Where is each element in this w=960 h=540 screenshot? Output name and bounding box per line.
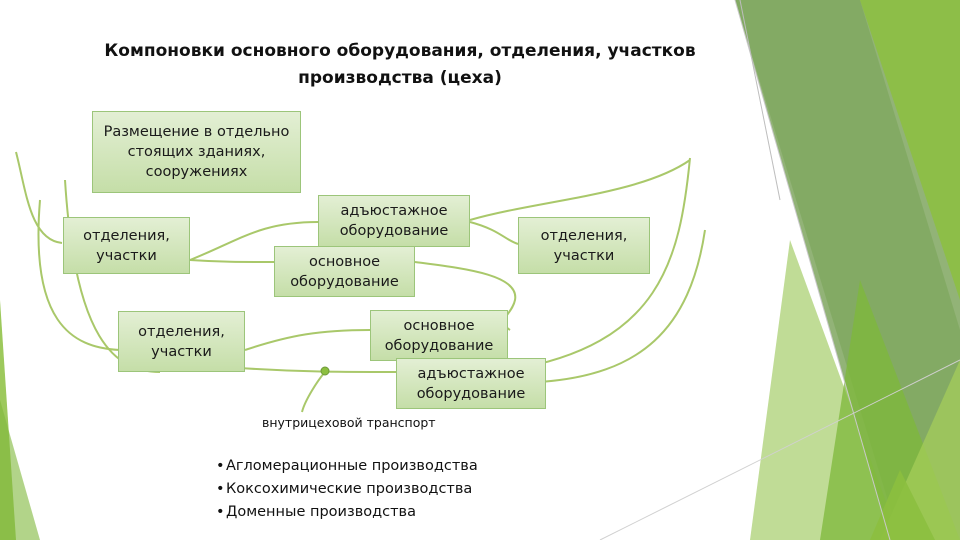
list-item: Доменные производства [216,501,478,524]
connector-units-to-main-top [190,260,275,262]
box-main-equipment-bottom-label: основное оборудование [375,316,503,356]
connector-units-to-main-bottom [245,330,370,350]
connector-transport-label [302,372,325,412]
list-item: Коксохимические производства [216,478,478,501]
box-auxiliary-equipment-bottom: адъюстажное оборудование [396,358,546,409]
slide-title: Компоновки основного оборудования, отдел… [80,38,720,92]
box-separate-buildings-label: Размещение в отдельно стоящих зданиях, с… [97,122,296,182]
box-units-left-top: отделения, участки [63,217,190,274]
slide-title-line2: производства (цеха) [80,65,720,92]
box-auxiliary-equipment-top: адъюстажное оборудование [318,195,470,247]
production-types-list: Агломерационные производства Коксохимиче… [216,455,478,524]
slide-title-line1: Компоновки основного оборудования, отдел… [80,38,720,65]
box-units-left-top-label: отделения, участки [68,226,185,266]
box-auxiliary-equipment-top-label: адъюстажное оборудование [323,201,465,241]
box-main-equipment-bottom: основное оборудование [370,310,508,361]
box-units-right: отделения, участки [518,217,650,274]
transport-label: внутрицеховой транспорт [262,415,436,430]
box-auxiliary-equipment-bottom-label: адъюстажное оборудование [401,364,541,404]
transport-junction-dot [321,367,329,375]
connector-aux-top-to-units-right [470,222,518,244]
box-units-left-bottom: отделения, участки [118,311,245,372]
connector-right-top-curve [470,160,690,220]
box-units-left-bottom-label: отделения, участки [123,322,240,362]
box-main-equipment-top-label: основное оборудование [279,252,410,292]
connector-transport-line [240,368,400,372]
box-main-equipment-top: основное оборудование [274,246,415,297]
box-separate-buildings: Размещение в отдельно стоящих зданиях, с… [92,111,301,193]
list-item: Агломерационные производства [216,455,478,478]
box-units-right-label: отделения, участки [523,226,645,266]
